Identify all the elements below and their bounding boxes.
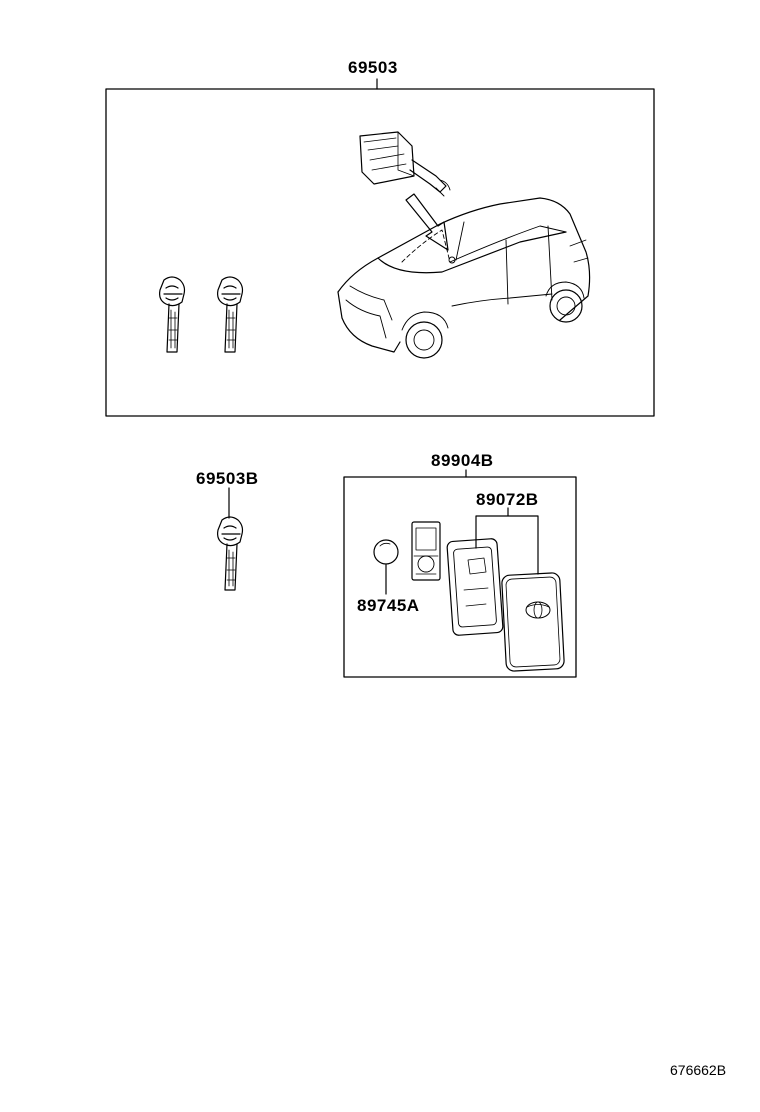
label-69503: 69503	[348, 58, 398, 77]
label-69503B: 69503B	[196, 469, 259, 488]
location-arrow-icon	[405, 193, 449, 251]
ignition-cylinder-icon	[359, 131, 451, 197]
transmitter-box	[343, 476, 577, 678]
transmitter-group	[343, 469, 577, 678]
key-icon	[159, 276, 186, 353]
key-icon	[217, 516, 244, 591]
diagram-id: 676662B	[670, 1062, 727, 1078]
key-blank-group	[217, 487, 244, 591]
lock-set-box	[105, 88, 655, 417]
leader-89072B	[475, 507, 539, 575]
car-icon	[337, 197, 591, 359]
case-inner-icon	[446, 538, 504, 636]
key-icon	[217, 276, 244, 353]
label-89745A: 89745A	[357, 596, 420, 615]
case-outer-icon	[501, 572, 565, 672]
circuit-board-icon	[411, 521, 441, 581]
label-89904B: 89904B	[431, 451, 494, 470]
battery-icon	[373, 539, 399, 565]
label-89072B: 89072B	[476, 490, 539, 509]
lock-set-group	[105, 78, 655, 417]
